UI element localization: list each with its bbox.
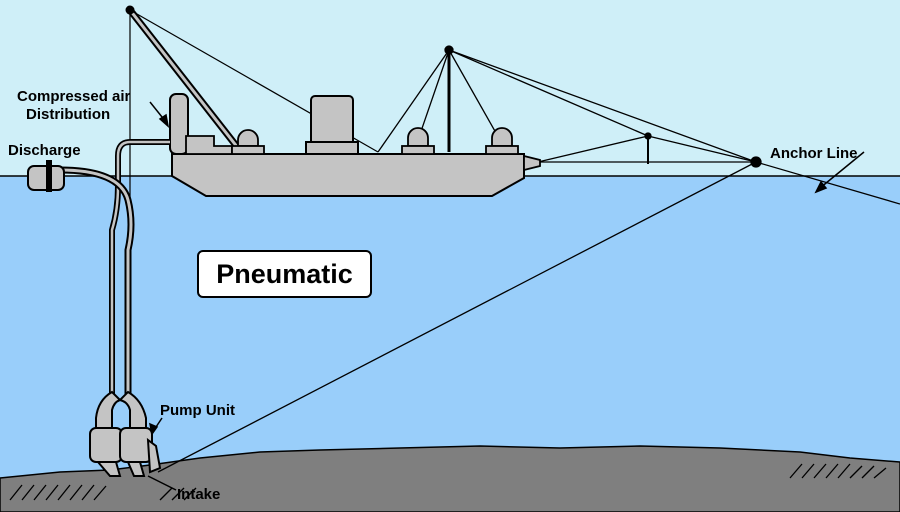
air-line-inner	[110, 140, 170, 400]
barge-hull	[171, 153, 525, 197]
anchor-line-label: Anchor Line	[770, 145, 858, 162]
pump-unit-label: Pump Unit	[160, 402, 235, 419]
barge-bow	[523, 154, 541, 172]
diagram-title: Pneumatic	[197, 250, 372, 298]
discharge-pipe-inner	[59, 168, 133, 400]
rigging	[377, 45, 762, 168]
compressed-air-label-line1: Compressed air	[17, 88, 131, 105]
seabed	[0, 445, 900, 512]
deck-house-base	[305, 141, 359, 155]
discharge-label: Discharge	[8, 142, 81, 159]
intake-label: Intake	[177, 486, 221, 503]
discharge-coupling	[46, 160, 52, 192]
compressor-tower	[169, 93, 189, 155]
distribution-label: Distribution	[26, 106, 110, 123]
pump-unit-assembly	[89, 390, 162, 477]
seabed-hatching	[9, 463, 887, 501]
anchor-cables	[157, 161, 900, 473]
compressed-air-label-line2: Distribution	[26, 106, 111, 123]
compressed-air-label: Compressed air	[17, 88, 130, 105]
callout-arrows	[147, 101, 865, 491]
winches	[231, 127, 519, 155]
